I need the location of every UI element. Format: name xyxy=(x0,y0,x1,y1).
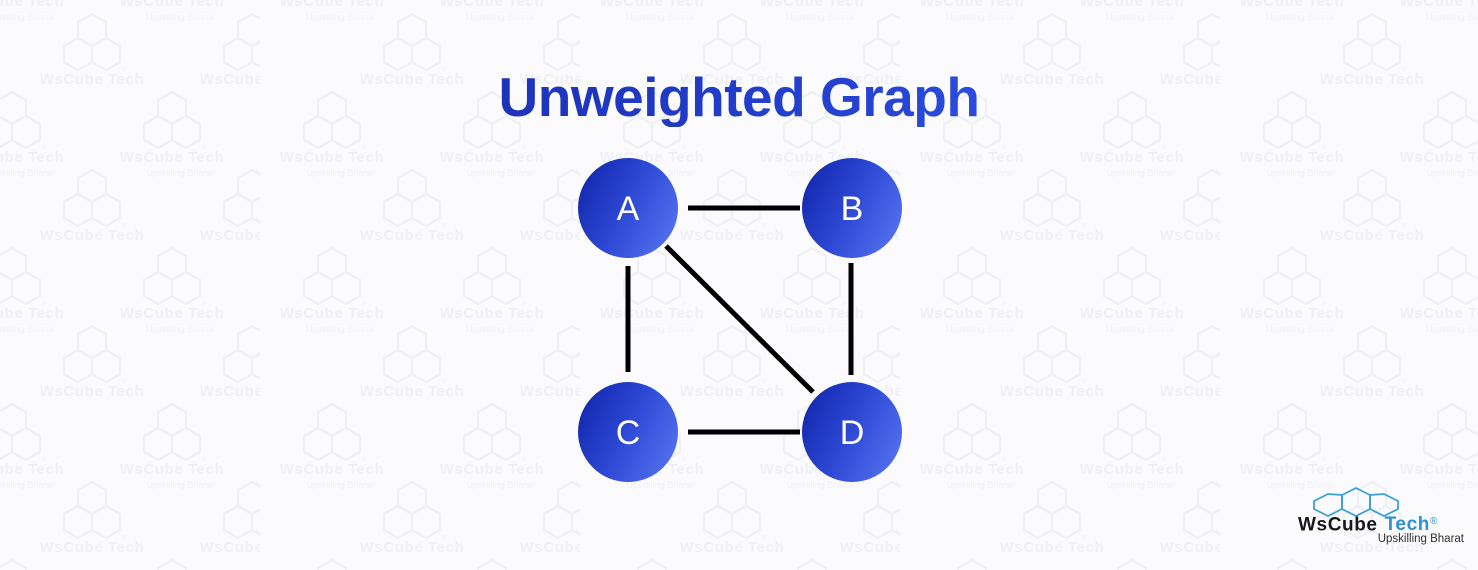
graph-node-a[interactable]: A xyxy=(578,158,678,258)
graph-node-a-label: A xyxy=(617,190,640,228)
graph-node-b[interactable]: B xyxy=(802,158,902,258)
graph-node-d-label: D xyxy=(840,414,865,452)
graph-node-c-label: C xyxy=(616,414,641,452)
graph-node-d[interactable]: D xyxy=(802,382,902,482)
graph-node-b-label: B xyxy=(841,190,864,228)
registered-trademark-icon: ® xyxy=(1429,516,1438,527)
graph-node-c[interactable]: C xyxy=(578,382,678,482)
brand-tagline: Upskilling Bharat xyxy=(1377,533,1464,545)
graph-edge-a-d xyxy=(664,244,815,394)
